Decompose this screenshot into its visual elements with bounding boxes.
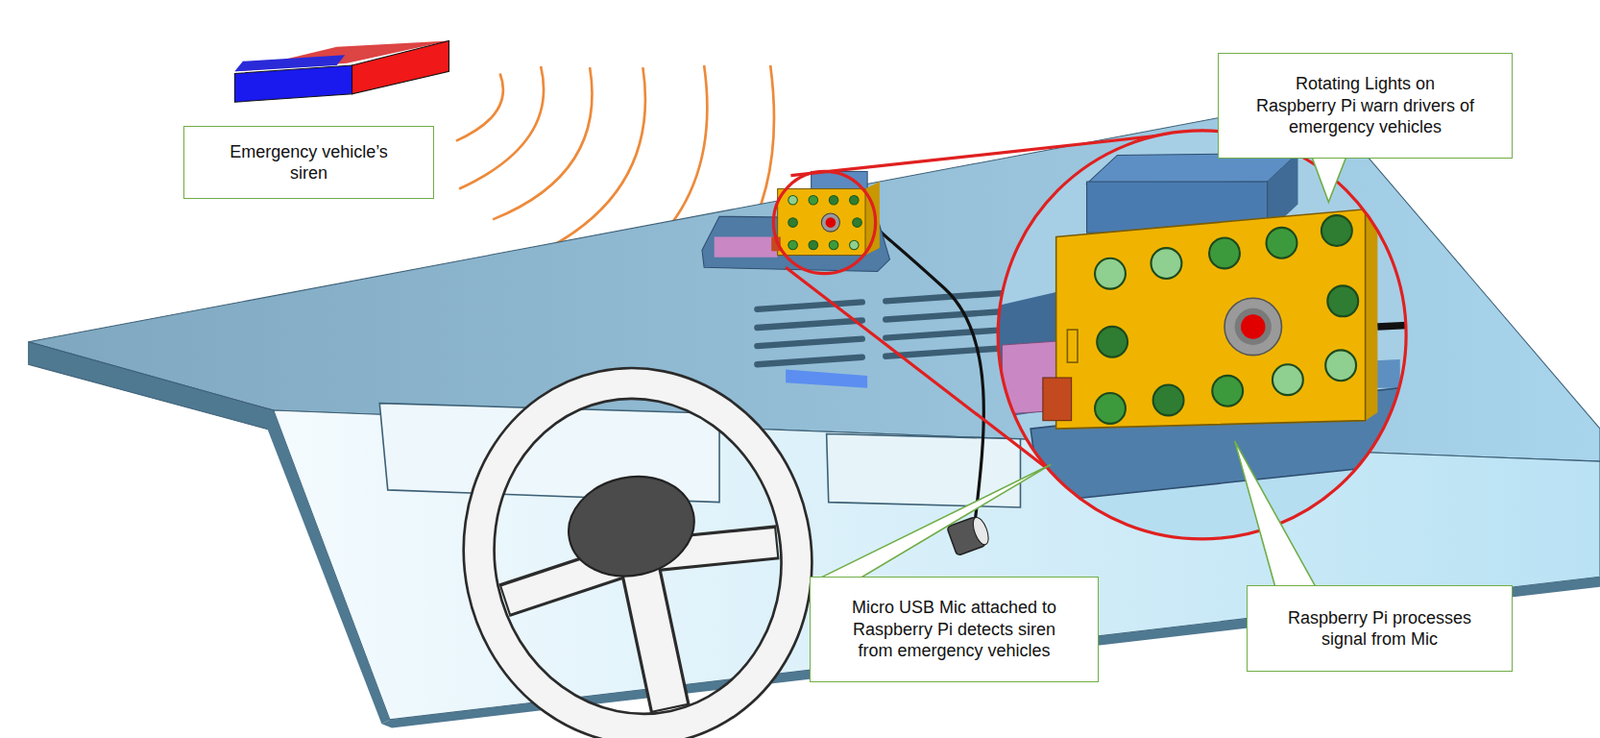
button-ring-inner: [1235, 308, 1272, 345]
wheel-rim: [429, 335, 848, 738]
vent: [885, 347, 1005, 356]
dashboard-edge: [28, 341, 274, 431]
text-wrap: Rotating Lights on Raspberry Pi warn dri…: [1255, 72, 1476, 139]
callout-box: Rotating Lights on Raspberry Pi warn dri…: [1217, 52, 1513, 159]
led: [1094, 258, 1126, 290]
led: [828, 240, 839, 250]
leds: [1094, 215, 1358, 424]
callout-pointer: [1235, 440, 1317, 588]
callout-pointer: [1310, 154, 1347, 202]
vent: [756, 357, 862, 364]
mic-head: [969, 514, 992, 546]
text-wrap: Micro USB Mic attached to Raspberry Pi d…: [839, 596, 1070, 662]
led: [788, 194, 799, 205]
led: [1096, 326, 1128, 358]
zoom-led-red: [1042, 377, 1072, 421]
callout-box: Raspberry Pi processes signal from Mic: [1246, 584, 1513, 672]
led: [1321, 215, 1353, 246]
zoom-cable: [1377, 324, 1424, 327]
sound-wave: [459, 66, 544, 189]
zoom-body-side: [1365, 201, 1379, 420]
vent: [885, 311, 1005, 319]
callout-pointer: [816, 463, 1051, 580]
led: [1266, 227, 1298, 259]
led: [1272, 363, 1304, 395]
led: [808, 240, 819, 250]
dashboard: [28, 98, 1600, 728]
vent: [756, 301, 862, 309]
zoom-ground: [990, 121, 1419, 551]
callout-box: Emergency vehicle’s siren: [183, 125, 435, 199]
wheel-spoke: [640, 571, 670, 709]
led: [1325, 349, 1357, 381]
zoom-slot: [1066, 329, 1078, 363]
button-ring: [821, 213, 840, 232]
zoom-body: [1056, 209, 1366, 429]
led: [1209, 238, 1240, 269]
callout-text: Raspberry Pi processes signal from Mic: [1274, 606, 1486, 651]
device-body: [777, 189, 866, 256]
led: [788, 218, 799, 228]
dashboard-side: [266, 410, 390, 724]
zoom-circle: [997, 130, 1407, 539]
button-ring: [1224, 297, 1283, 355]
led: [1212, 375, 1243, 407]
vent: [756, 320, 862, 328]
light-bar: [234, 40, 449, 102]
led: [849, 194, 860, 205]
wheel-spoke: [640, 571, 670, 707]
led: [1151, 247, 1183, 279]
zoom-view: [990, 121, 1425, 551]
led: [808, 194, 819, 205]
vent: [756, 339, 862, 346]
led: [1327, 285, 1358, 316]
light-bar-blue: [234, 65, 352, 102]
button: [1240, 314, 1266, 339]
button: [825, 217, 837, 228]
wheel-hub: [558, 464, 704, 587]
steering-wheel: [429, 335, 848, 738]
led: [849, 240, 860, 250]
callout-box: Micro USB Mic attached to Raspberry Pi d…: [809, 576, 1099, 682]
sound-wave: [492, 67, 592, 219]
vent: [885, 329, 1005, 338]
text-wrap: Raspberry Pi processes signal from Mic: [1274, 606, 1486, 651]
device-pink: [714, 236, 778, 257]
led: [1153, 384, 1185, 415]
vents: [756, 292, 1005, 364]
sound-wave: [456, 72, 504, 141]
led: [852, 218, 863, 228]
light-bar-red: [352, 40, 450, 94]
led: [788, 240, 799, 250]
led: [1094, 392, 1126, 424]
vent: [885, 292, 1005, 301]
text-wrap: Emergency vehicle’s siren: [215, 141, 403, 185]
accent-strip: [785, 369, 868, 388]
zoom-circle-small: [773, 170, 875, 273]
callout-text: Micro USB Mic attached to Raspberry Pi d…: [839, 596, 1070, 662]
callout-text: Emergency vehicle’s siren: [215, 141, 403, 185]
led: [828, 194, 839, 205]
callout-text: Rotating Lights on Raspberry Pi warn dri…: [1255, 72, 1476, 139]
